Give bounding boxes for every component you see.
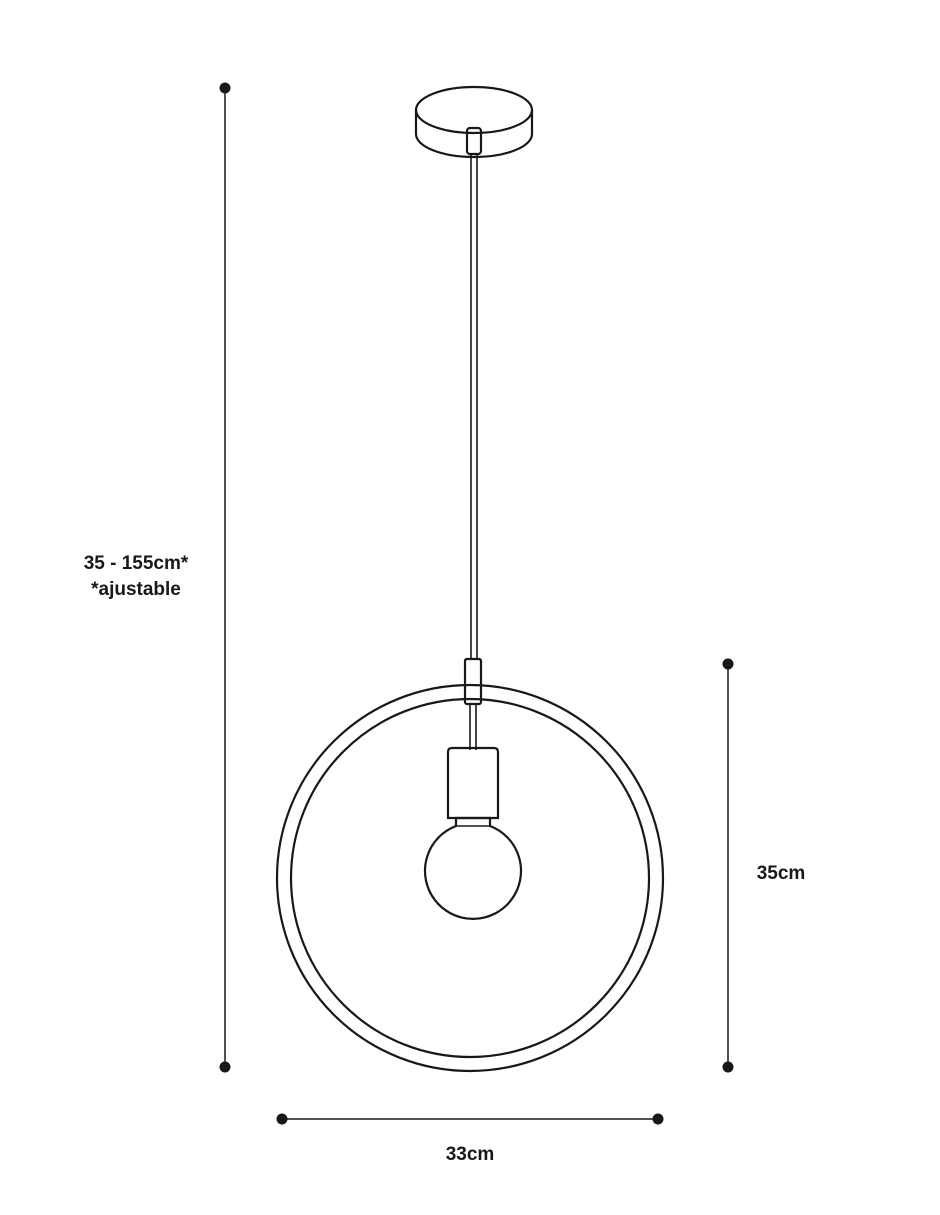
ring-height-label: 35cm <box>757 863 806 884</box>
ring-width-label: 33cm <box>446 1144 495 1165</box>
dimension-endpoint-dot <box>219 82 231 94</box>
ring-clamp <box>463 657 483 706</box>
adjustable-note-label: *ajustable <box>91 579 181 600</box>
dimension-endpoint-dot <box>276 1113 288 1125</box>
ceiling-canopy <box>414 85 534 159</box>
dimension-endpoint-dot <box>722 1061 734 1073</box>
socket-cable <box>469 704 477 750</box>
dimension-endpoint-dot <box>652 1113 664 1125</box>
bulb-socket <box>446 746 500 820</box>
ring-frame <box>275 683 665 1073</box>
ring-width-dimension <box>276 1113 664 1125</box>
total-height-dimension <box>219 82 231 1073</box>
total-height-label: 35 - 155cm* <box>84 553 189 574</box>
dimension-endpoint-dot <box>722 658 734 670</box>
ring-height-dimension <box>722 658 734 1073</box>
canopy-cable-grip <box>465 126 483 156</box>
suspension-cable <box>470 154 478 660</box>
light-bulb <box>423 816 523 920</box>
dimension-endpoint-dot <box>219 1061 231 1073</box>
